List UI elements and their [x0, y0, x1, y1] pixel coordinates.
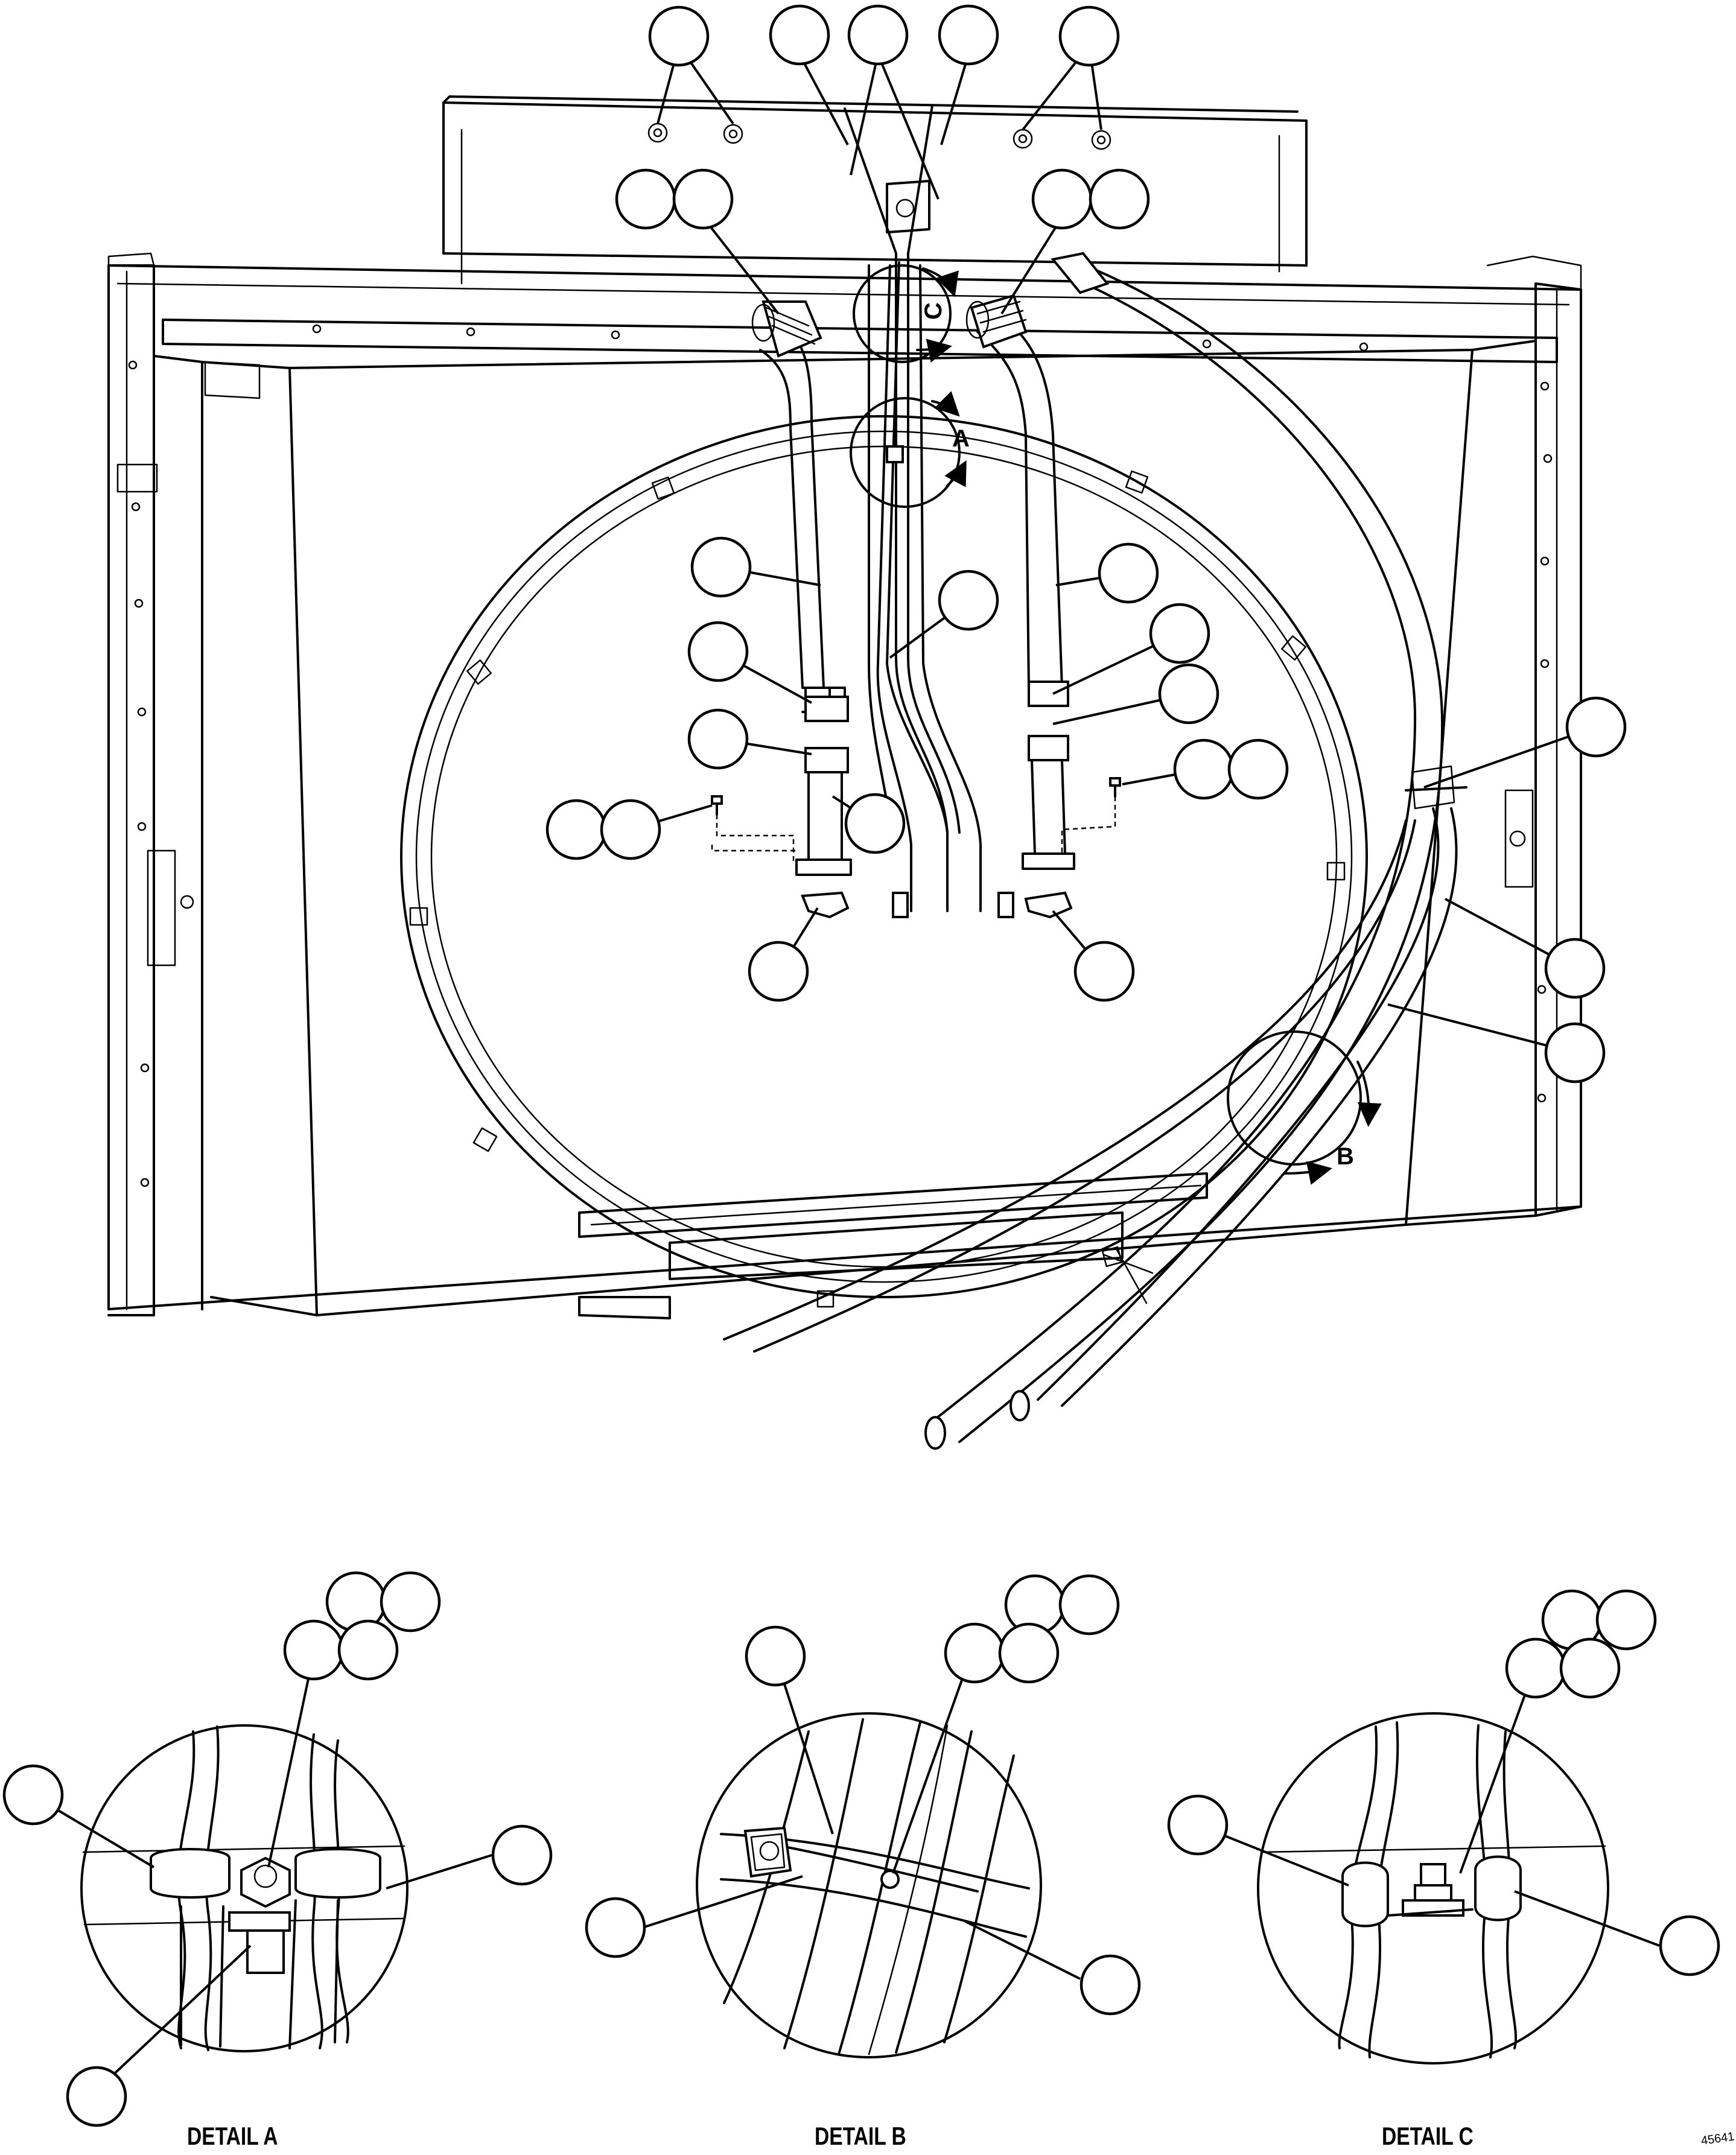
callout-bubble — [1544, 938, 1606, 999]
callout-bubble — [1659, 1915, 1720, 1976]
main-assembly-view: C A B — [107, 95, 1582, 1450]
callout-bubble — [1031, 168, 1093, 230]
callout-bubble — [1167, 1794, 1229, 1856]
callout-bubble — [844, 793, 906, 854]
callout-bubbles-main — [545, 4, 1627, 1084]
detail-marker-a: A — [850, 391, 970, 508]
callout-bubble — [1595, 1589, 1657, 1651]
callout-bubble — [1559, 1637, 1621, 1699]
right-coolant-hose — [965, 294, 1075, 919]
callout-bubble — [648, 5, 710, 67]
callout-bubble — [380, 1571, 441, 1633]
callout-bubble — [1079, 1954, 1141, 2016]
callout-bubble — [687, 708, 749, 770]
callout-bubble — [283, 1619, 345, 1681]
vent-tubes — [844, 104, 1014, 918]
callout-bubble — [1227, 738, 1289, 800]
callout-bubble — [600, 799, 661, 860]
callout-bubble — [1089, 168, 1150, 230]
callout-bubble — [1149, 603, 1210, 664]
callout-bubble — [337, 1619, 399, 1681]
detail-marker-b: B — [1227, 1030, 1382, 1185]
overflow-hoses — [723, 252, 1467, 1450]
callout-bubbles-detail-c — [1167, 1589, 1720, 1976]
callout-bubble — [545, 799, 607, 860]
callout-bubble — [938, 570, 999, 631]
callout-bubble — [769, 4, 830, 66]
callout-bubble — [687, 621, 749, 682]
callout-bubble — [745, 1625, 806, 1687]
callout-bubble — [1173, 738, 1235, 800]
callout-bubble — [66, 2066, 127, 2127]
detail-marker-b-label: B — [1337, 1143, 1354, 1170]
detail-marker-a-label: A — [952, 425, 970, 452]
detail-marker-c-label: C — [920, 302, 947, 320]
callout-bubble — [615, 168, 676, 230]
top-tank-housing — [442, 95, 1308, 285]
radiator-frame — [107, 252, 1582, 1319]
callout-bubble — [1544, 1022, 1606, 1084]
callout-bubble — [1073, 941, 1135, 1002]
callout-bubble — [748, 941, 809, 1002]
figure-code: 45641 — [1700, 2130, 1735, 2148]
detail-a-view: DETAIL A — [80, 1724, 409, 2151]
callout-bubble — [998, 1622, 1060, 1684]
callout-bubble — [938, 4, 999, 66]
callout-bubble — [1098, 542, 1159, 604]
left-coolant-hose — [751, 300, 852, 919]
callout-bubble — [1158, 663, 1219, 725]
detail-c-caption: DETAIL C — [1382, 2123, 1474, 2151]
fan-shroud-ring — [400, 415, 1368, 1308]
detail-c-view: DETAIL C — [1257, 1712, 1609, 2151]
fastener-hardware — [711, 777, 1121, 863]
callout-bubble — [690, 536, 752, 598]
detail-marker-c: C — [853, 264, 959, 363]
callout-bubble — [1058, 1574, 1120, 1636]
callout-bubbles-detail-b — [585, 1574, 1141, 2016]
callout-bubble — [585, 1897, 646, 1958]
callout-bubble — [1058, 5, 1120, 67]
detail-a-caption: DETAIL A — [187, 2123, 278, 2151]
callout-bubble — [1505, 1637, 1566, 1699]
callout-bubbles-detail-a — [2, 1571, 553, 2127]
callout-bubble — [944, 1622, 1005, 1684]
callout-bubble — [1565, 696, 1627, 758]
detail-b-caption: DETAIL B — [815, 2123, 906, 2151]
callout-bubble — [491, 1824, 553, 1886]
callout-bubble — [672, 168, 734, 230]
detail-b-view: DETAIL B — [696, 1712, 1042, 2151]
callout-bubble — [2, 1764, 64, 1826]
callout-bubble — [847, 4, 909, 66]
